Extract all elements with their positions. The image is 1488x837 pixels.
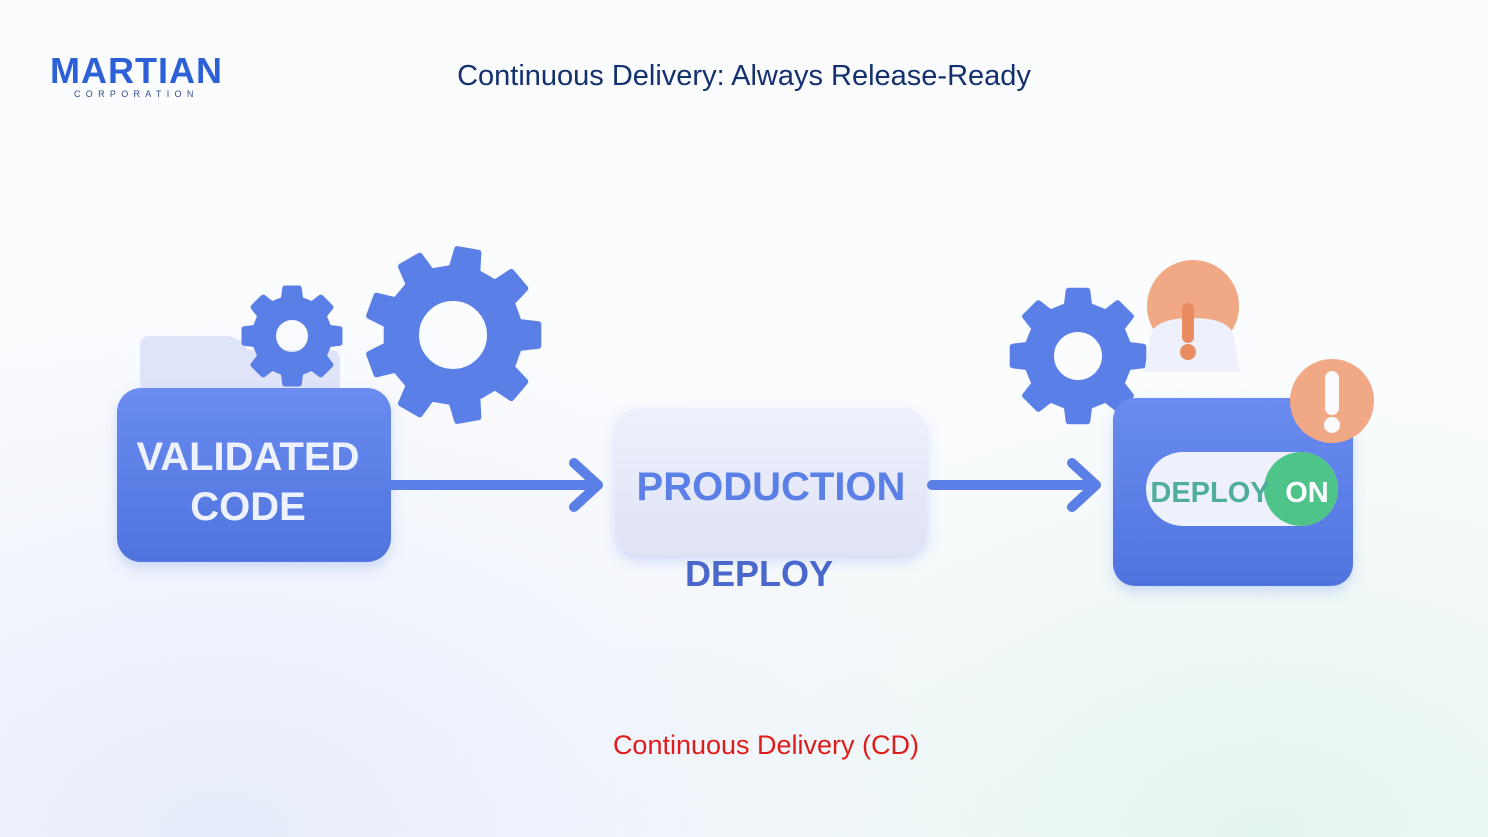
gear-shape xyxy=(241,285,343,387)
deploy-sublabel: DEPLOY xyxy=(685,553,833,594)
alert-badge-icon xyxy=(1290,359,1374,443)
logo-wordmark: MARTIAN xyxy=(50,50,223,91)
toggle-deploy-label: DEPLOY xyxy=(1150,477,1269,509)
toggle-on-label: ON xyxy=(1285,477,1329,509)
production-stage: PRODUCTION DEPLOY xyxy=(615,408,927,594)
logo-subtitle: CORPORATION xyxy=(74,89,199,99)
diagram-caption: Continuous Delivery (CD) xyxy=(612,730,920,760)
martian-logo: MARTIAN CORPORATION xyxy=(50,52,250,102)
alert-bell-icon xyxy=(1144,260,1240,372)
deploy-toggle-switch: DEPLOY ON xyxy=(1146,452,1338,526)
validated-code-line-2: CODE xyxy=(190,485,306,529)
deploy-stage: DEPLOY ON xyxy=(1009,260,1374,586)
validated-code-line-1: VALIDATED xyxy=(137,435,360,479)
validated-code-stage: VALIDATED CODE xyxy=(117,246,542,562)
gear-shape xyxy=(366,246,542,424)
arrow-to-production xyxy=(383,458,603,512)
production-label: PRODUCTION xyxy=(637,465,906,509)
page-title: Continuous Delivery: Always Release-Read… xyxy=(0,58,1488,94)
page-title-text: Continuous Delivery: Always Release-Read… xyxy=(457,60,1031,92)
large-gear-icon xyxy=(366,246,542,424)
folder-body xyxy=(117,388,391,562)
arrow-to-deploy xyxy=(927,458,1101,512)
production-box xyxy=(615,408,927,555)
small-gear-icon xyxy=(241,285,343,387)
